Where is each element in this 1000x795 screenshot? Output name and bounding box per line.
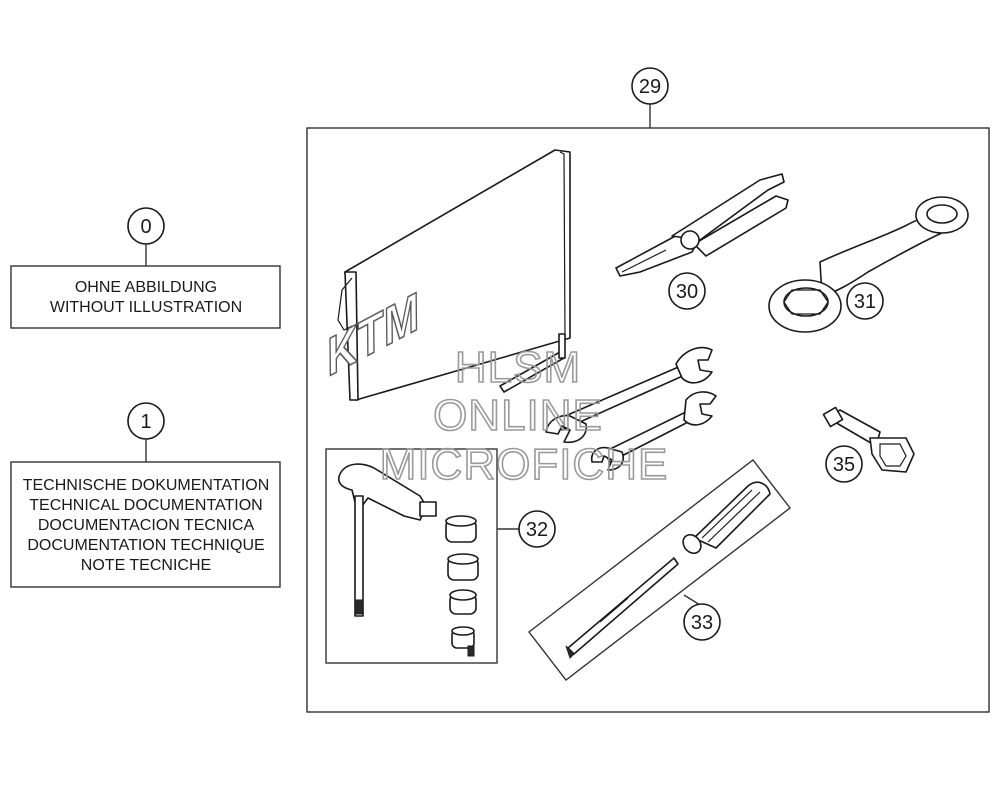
ring-spanner-illustration[interactable]	[768, 196, 969, 333]
callout-30[interactable]: 30	[668, 272, 706, 310]
spark-plug-socket-illustration[interactable]	[822, 406, 915, 473]
note-line: NOTE TECNICHE	[81, 557, 211, 574]
callout-33[interactable]: 33	[683, 603, 721, 641]
socket-bit-3[interactable]	[449, 589, 477, 615]
watermark-line: ONLINE	[433, 391, 603, 440]
screwdriver-blade-illustration[interactable]	[565, 557, 679, 659]
note-box-no-illustration: OHNE ABBILDUNG WITHOUT ILLUSTRATION	[10, 265, 281, 329]
callout-35-label: 35	[833, 454, 855, 476]
note-line: TECHNISCHE DOKUMENTATION	[23, 477, 270, 494]
socket-bit-2[interactable]	[447, 553, 479, 581]
callout-0[interactable]: 0	[127, 207, 165, 245]
callout-29[interactable]: 29	[631, 67, 669, 105]
open-end-wrench-2-illustration[interactable]	[590, 391, 717, 471]
watermark: HLSM ONLINE MICROFICHE	[379, 342, 669, 490]
callout-31-label: 31	[854, 291, 876, 313]
callout-29-label: 29	[639, 76, 661, 98]
torx-bit[interactable]	[451, 626, 475, 657]
callout-30-label: 30	[676, 281, 698, 303]
callout-35[interactable]: 35	[825, 445, 863, 483]
callout-0-label: 0	[140, 216, 151, 238]
callout-1[interactable]: 1	[127, 402, 165, 440]
note-line: OHNE ABBILDUNG	[75, 279, 217, 296]
open-end-wrench-1-illustration[interactable]	[545, 346, 713, 444]
allen-key-illustration[interactable]	[499, 333, 566, 393]
t-handle-driver-illustration[interactable]	[337, 463, 437, 617]
callout-32[interactable]: 32	[518, 510, 556, 548]
socket-bit-1[interactable]	[445, 515, 477, 543]
watermark-line: MICROFICHE	[380, 440, 669, 489]
callout-1-label: 1	[140, 411, 151, 433]
watermark-line: HLSM	[455, 343, 581, 392]
pliers-illustration[interactable]	[615, 173, 789, 277]
note-line: DOCUMENTATION TECHNIQUE	[27, 537, 264, 554]
note-line: WITHOUT ILLUSTRATION	[50, 299, 242, 316]
note-box-technical-documentation: TECHNISCHE DOKUMENTATION TECHNICAL DOCUM…	[10, 461, 281, 588]
callout-31[interactable]: 31	[846, 282, 884, 320]
callout-32-label: 32	[526, 519, 548, 541]
screwdriver-handle-illustration[interactable]	[679, 481, 771, 557]
note-line: TECHNICAL DOCUMENTATION	[29, 497, 262, 514]
note-line: DOCUMENTACION TECNICA	[38, 517, 255, 534]
callout-33-label: 33	[691, 612, 713, 634]
leader-33	[683, 594, 701, 606]
